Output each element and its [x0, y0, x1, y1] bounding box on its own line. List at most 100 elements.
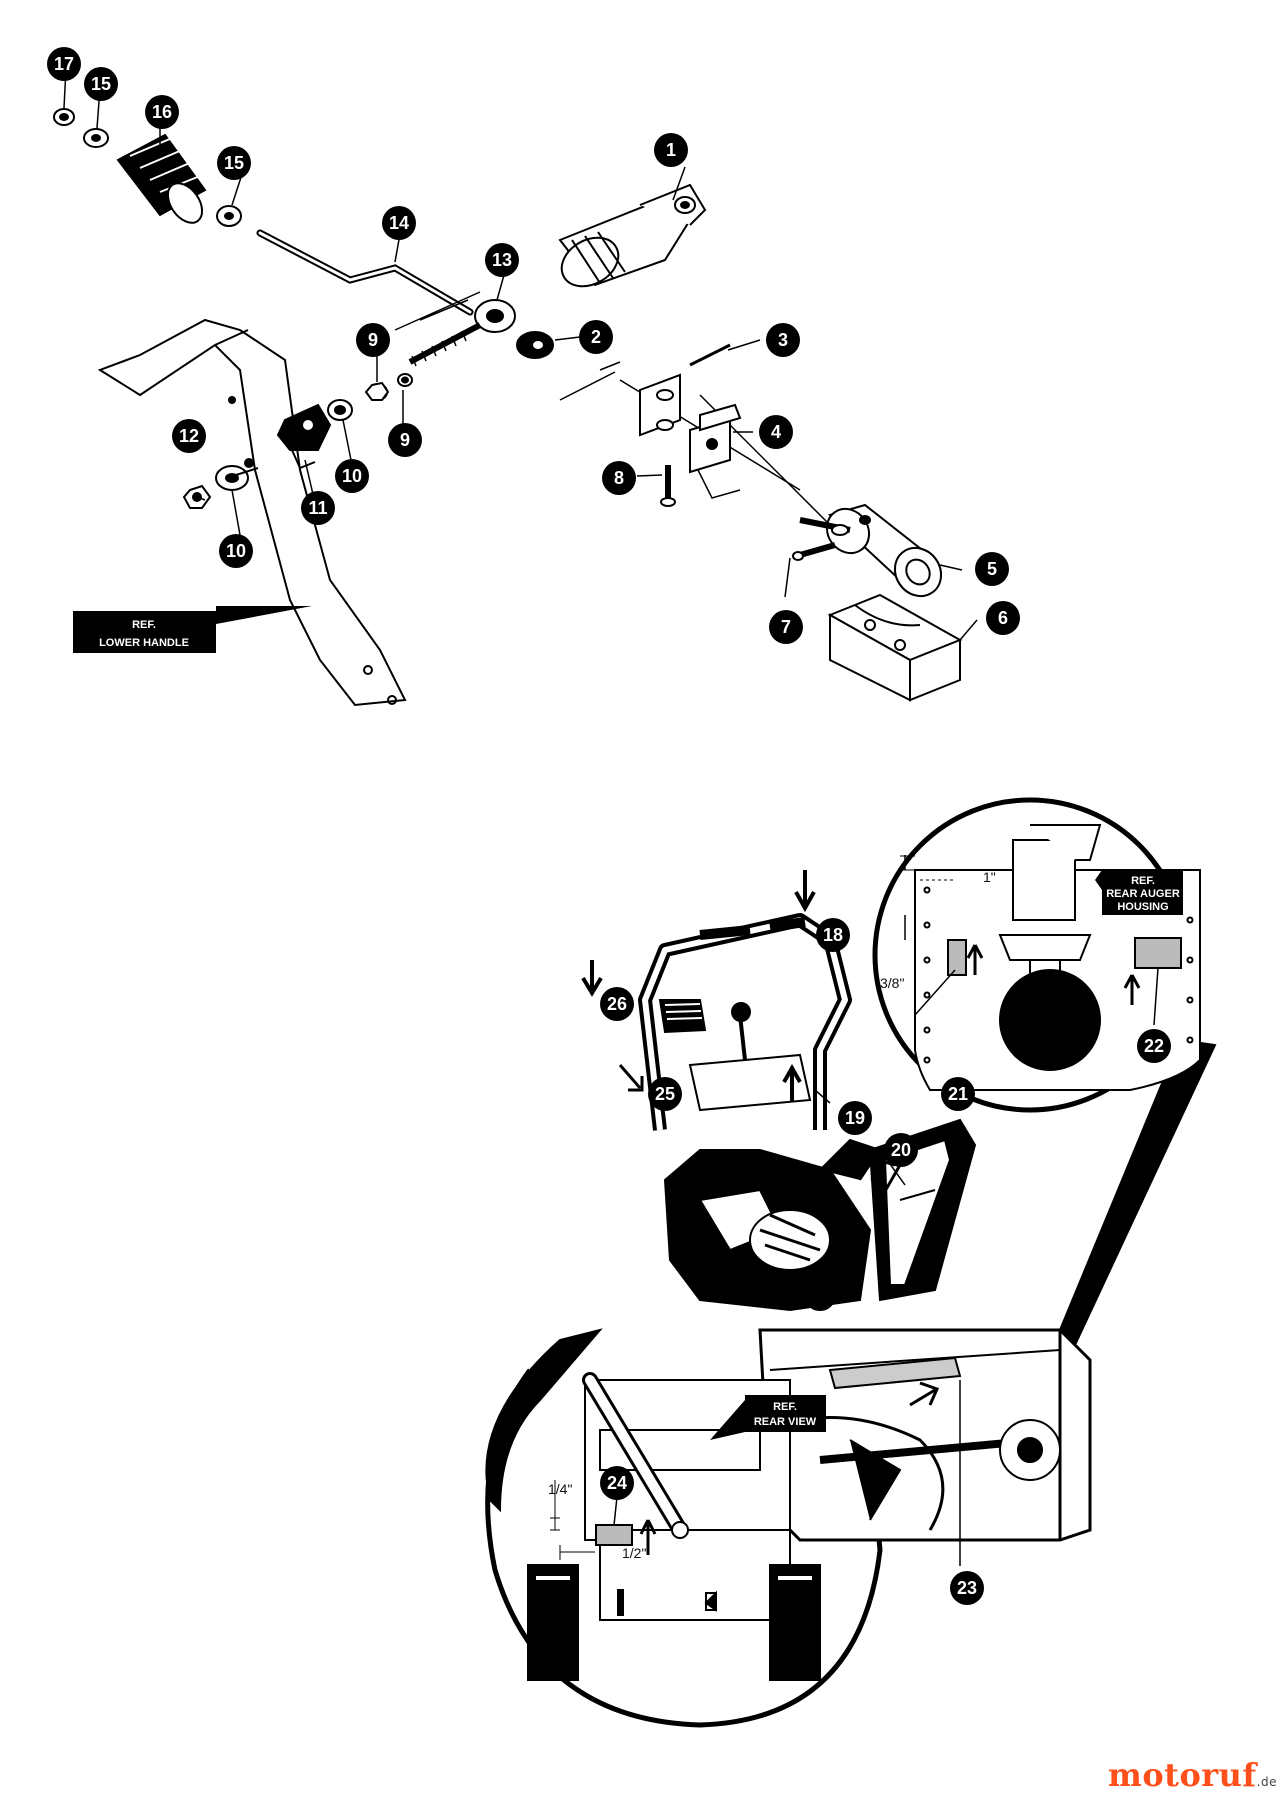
callout-c2: 2: [579, 320, 613, 354]
callout-number: 15: [91, 74, 111, 94]
callout-c6: 6: [986, 601, 1020, 635]
callout-number: 4: [771, 422, 781, 442]
callout-bubble: [84, 67, 118, 101]
watermark: motoruf.de: [1108, 1756, 1277, 1794]
pivot-bushing: [799, 503, 943, 598]
callout-c14: 14: [382, 206, 416, 240]
callout-number: 19: [845, 1108, 865, 1128]
svg-text:REAR VIEW: REAR VIEW: [754, 1416, 817, 1428]
callout-bubble: [648, 1077, 682, 1111]
callout-bubble: [388, 423, 422, 457]
callout-number: 12: [179, 426, 199, 446]
callout-number: 21: [948, 1084, 968, 1104]
callout-number: 5: [987, 559, 997, 579]
callout-bubble: [145, 95, 179, 129]
callout-c19: 19: [838, 1101, 872, 1135]
callout-c13: 13: [485, 243, 519, 277]
callout-bubble: [485, 243, 519, 277]
ref-label: REF.: [132, 619, 156, 631]
callout-c9a: 9: [356, 323, 390, 357]
callout-c7: 7: [769, 610, 803, 644]
callout-bubble: [975, 552, 1009, 586]
callout-bubble: [602, 461, 636, 495]
callout-c15b: 15: [217, 146, 251, 180]
callout-c1: 1: [654, 133, 688, 167]
callout-bubble: [766, 323, 800, 357]
callout-c11: 11: [301, 491, 335, 525]
callout-c4: 4: [759, 415, 793, 449]
dim-one-half: 1/2": [622, 1545, 646, 1561]
dim-three-eighths: 3/8": [880, 975, 904, 991]
callout-bubble: [769, 610, 803, 644]
callout-number: 26: [607, 994, 627, 1014]
callout-bubble: [838, 1101, 872, 1135]
callout-c15a: 15: [84, 67, 118, 101]
shift-rod: [256, 229, 474, 316]
callout-bubble: [219, 534, 253, 568]
callout-number: 17: [54, 54, 74, 74]
svg-text:REF.: REF.: [1131, 875, 1155, 887]
callout-c24: 24: [600, 1466, 634, 1500]
callout-number: 18: [823, 925, 843, 945]
callout-bubble: [986, 601, 1020, 635]
callout-number: 6: [998, 608, 1008, 628]
callout-c8: 8: [602, 461, 636, 495]
callout-bubble: [579, 320, 613, 354]
callout-number: 20: [891, 1140, 911, 1160]
callout-bubble: [47, 47, 81, 81]
callout-bubble: [301, 491, 335, 525]
callout-number: 3: [778, 330, 788, 350]
callout-bubble: [950, 1571, 984, 1605]
callout-number: 7: [781, 617, 791, 637]
snow-thrower-drawing: [485, 797, 1217, 1728]
svg-text:HOUSING: HOUSING: [1117, 901, 1168, 913]
callout-c25: 25: [648, 1077, 682, 1111]
lower-handle-drawing: [97, 318, 407, 707]
callout-number: 22: [1144, 1036, 1164, 1056]
callout-number: 10: [342, 466, 362, 486]
callout-number: 1: [666, 140, 676, 160]
svg-text:REF.: REF.: [773, 1401, 797, 1413]
callout-bubble: [884, 1133, 918, 1167]
callout-bubble: [382, 206, 416, 240]
ref-tag-lower-handle: REF. LOWER HANDLE: [73, 606, 312, 653]
callout-c3: 3: [766, 323, 800, 357]
callout-bubble: [1137, 1029, 1171, 1063]
callout-c10a: 10: [335, 459, 369, 493]
shift-arm: [558, 183, 707, 288]
callout-bubble: [816, 918, 850, 952]
ref-tag-rear-view: REF. REAR VIEW: [710, 1395, 826, 1440]
dim-one-inch: 1": [983, 869, 996, 885]
lower-handle-label: LOWER HANDLE: [99, 637, 189, 649]
callout-bubble: [172, 419, 206, 453]
callout-c18: 18: [816, 918, 850, 952]
callout-c20: 20: [884, 1133, 918, 1167]
callout-c5: 5: [975, 552, 1009, 586]
callout-number: 8: [614, 468, 624, 488]
callout-number: 13: [492, 250, 512, 270]
callout-c21: 21: [941, 1077, 975, 1111]
callout-bubble: [600, 987, 634, 1021]
callout-bubble: [654, 133, 688, 167]
shift-rod-assembly: [53, 67, 978, 707]
callout-c16: 16: [145, 95, 179, 129]
callout-number: 23: [957, 1578, 977, 1598]
callout-c23: 23: [950, 1571, 984, 1605]
callout-number: 9: [368, 330, 378, 350]
callout-c10b: 10: [219, 534, 253, 568]
callout-c12: 12: [172, 419, 206, 453]
callout-number: 11: [308, 498, 327, 518]
shift-clevis: [639, 373, 742, 499]
callout-number: 2: [591, 327, 601, 347]
callout-bubble: [217, 146, 251, 180]
callout-bubble: [941, 1077, 975, 1111]
callout-c26: 26: [600, 987, 634, 1021]
callout-number: 16: [152, 102, 172, 122]
callout-bubble: [335, 459, 369, 493]
dim-one-quarter: 1/4": [548, 1481, 572, 1497]
support-block: [827, 593, 963, 702]
handle-grip: [116, 133, 207, 224]
svg-text:REAR AUGER: REAR AUGER: [1106, 888, 1180, 900]
